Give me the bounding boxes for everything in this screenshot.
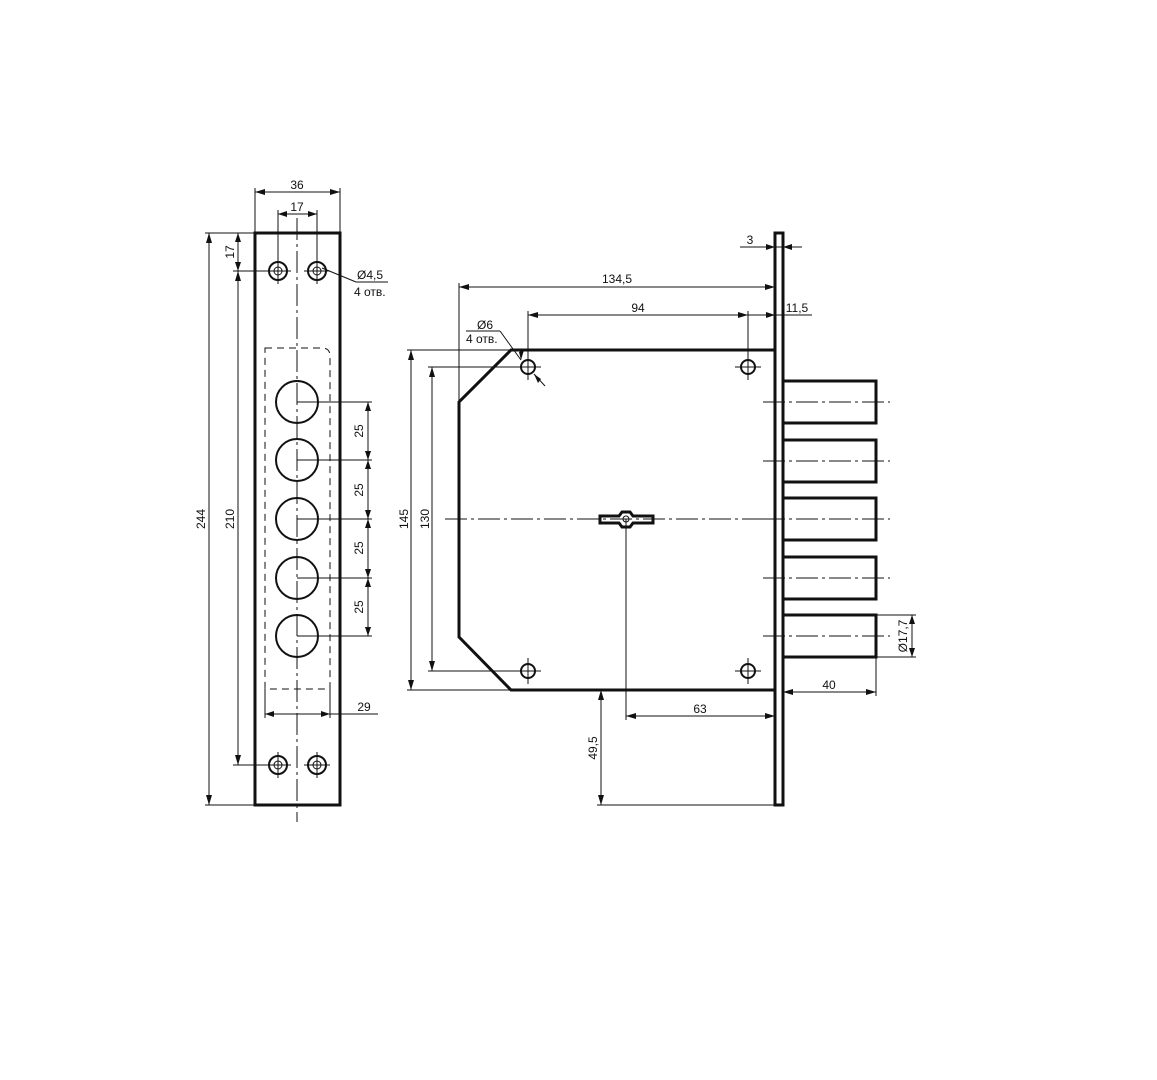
dim-lower-offset: 49,5	[586, 689, 775, 806]
dim-bolt-pitch: 25 25 25 25	[297, 401, 372, 637]
lock-body-view: 3 134,5 94 11,5 Ø6	[397, 231, 916, 807]
screw-hole	[265, 752, 291, 778]
dim-text: 210	[223, 509, 237, 529]
lock-body-outline	[457, 348, 777, 692]
dim-text: 49,5	[586, 736, 600, 760]
dim-text: 17	[290, 200, 304, 214]
dim-text: 63	[693, 702, 707, 716]
dim-text: 25	[352, 424, 366, 438]
dim-text: 145	[397, 509, 411, 529]
dim-plate-width: 36	[254, 178, 341, 233]
leader-text: 4 отв.	[354, 285, 386, 299]
dim-plate-thickness: 3	[740, 233, 802, 250]
bolts	[763, 379, 890, 659]
leader-small-holes: Ø4,5 4 отв.	[321, 267, 388, 299]
dim-text: 94	[631, 301, 645, 315]
dim-holes-vertical: 130	[418, 366, 521, 672]
dim-holes-spacing: 94	[527, 301, 749, 360]
dim-backset: 63	[625, 519, 775, 720]
dim-mount-height: 210	[223, 271, 268, 766]
dim-bolt-projection: 40	[783, 657, 877, 696]
dim-text: 17	[223, 245, 237, 259]
leader-text: Ø6	[477, 318, 493, 332]
screw-hole	[265, 258, 291, 284]
dim-bolt-diameter: Ø17,7	[876, 614, 916, 658]
leader-mounting-holes: Ø6 4 отв.	[466, 318, 546, 387]
dim-cutout-width: 29	[264, 689, 378, 718]
dim-text: 244	[194, 509, 208, 529]
dim-text: 3	[747, 233, 754, 247]
dim-text: 36	[290, 178, 304, 192]
dim-text: 130	[418, 509, 432, 529]
dim-text: 11,5	[786, 301, 809, 315]
dim-hole-spacing: 17	[277, 200, 318, 262]
dim-text: 25	[352, 483, 366, 497]
dim-body-height: 145	[397, 349, 511, 691]
dim-text: 29	[357, 700, 371, 714]
dim-overall-height: 244	[194, 232, 255, 806]
dim-text: 25	[352, 541, 366, 555]
dim-overall-width: 134,5	[458, 272, 775, 402]
dim-text: 25	[352, 600, 366, 614]
front-plate-view: 36 17 17 Ø4,5 4 отв.	[194, 178, 388, 822]
dim-text: 134,5	[602, 272, 632, 286]
dim-top-offset: 17	[223, 232, 268, 272]
leader-text: Ø4,5	[357, 268, 383, 282]
leader-text: 4 отв.	[466, 332, 498, 346]
mounting-hole	[735, 658, 761, 684]
screw-holes	[265, 258, 330, 778]
screw-hole	[304, 752, 330, 778]
dim-plate-to-bolts: 11,5	[748, 301, 812, 318]
dim-text: 40	[822, 678, 836, 692]
dim-text: Ø17,7	[896, 619, 910, 652]
